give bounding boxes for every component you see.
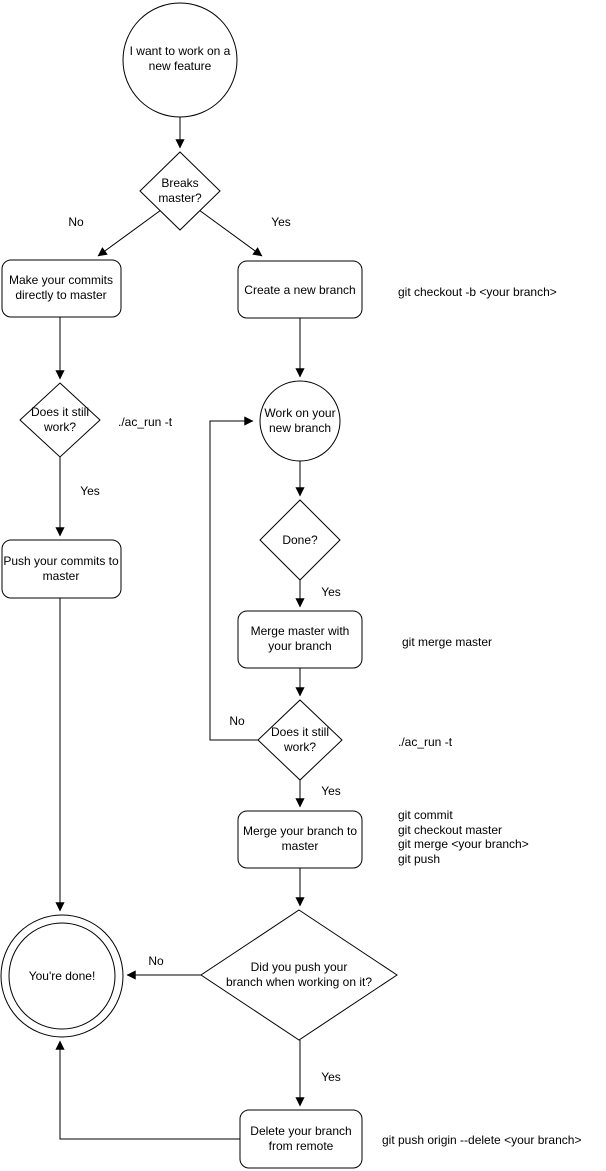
- node-did-you-push-label: Did you push your branch when working on…: [225, 960, 373, 989]
- node-breaks-master-label: Breaks master?: [158, 176, 202, 205]
- node-work-on-branch-shape: [259, 380, 341, 462]
- node-merge-master-label: Merge master with your branch: [250, 624, 350, 653]
- edge-label-still-right-no: No: [229, 713, 245, 728]
- edge-label-still-left-yes: Yes: [80, 483, 100, 498]
- node-push-commits-label: Push your commits to master: [3, 554, 119, 583]
- node-still-work-right-shape: [257, 699, 343, 781]
- node-delete-branch-label: Delete your branch from remote: [250, 1124, 352, 1153]
- edge-label-push-no: No: [148, 953, 164, 968]
- connector-stillwork-no-loop: [209, 416, 258, 741]
- annotation-ac-run-right: ./ac_run -t: [398, 735, 453, 749]
- annotation-git-merge-master: git merge master: [402, 635, 493, 649]
- node-work-on-branch-label: Work on your new branch: [264, 406, 336, 435]
- connector-delete-to-done-loop: [55, 1040, 240, 1140]
- edge-label-breaks-yes: Yes: [271, 214, 291, 229]
- node-youre-done-label: You're done!: [28, 968, 96, 983]
- node-make-commits-shape: [1, 259, 122, 318]
- annotation-merge-command-block: git commit git checkout master git merge…: [398, 808, 529, 866]
- node-still-work-right-label: Does it still work?: [270, 725, 329, 754]
- edge-label-done-yes: Yes: [321, 584, 341, 599]
- edge-label-breaks-no: No: [68, 214, 84, 229]
- node-merge-branch-label: Merge your branch to master: [242, 824, 358, 853]
- node-still-work-left-label: Does it still work?: [30, 405, 89, 434]
- node-done-q-shape: [259, 499, 341, 581]
- node-delete-branch-shape: [239, 1109, 363, 1169]
- node-done-q-label: Done?: [282, 532, 318, 547]
- annotation-git-checkout: git checkout -b <your branch>: [398, 285, 557, 299]
- annotation-git-push-delete: git push origin --delete <your branch>: [382, 1133, 582, 1147]
- node-still-work-left-shape: [19, 382, 101, 458]
- edge-label-push-yes: Yes: [321, 1069, 341, 1084]
- node-create-branch-label: Create a new branch: [244, 282, 356, 297]
- node-start-shape: [122, 2, 238, 118]
- connector-breaks-no: [97, 209, 162, 257]
- node-start-label: I want to work on a new feature: [129, 44, 231, 73]
- node-merge-branch-shape: [237, 810, 363, 869]
- node-make-commits-label: Make your commits directly to master: [8, 273, 114, 302]
- node-youre-done-inner-shape: [8, 922, 116, 1030]
- node-merge-master-shape: [237, 610, 363, 669]
- node-breaks-master-shape: [139, 151, 221, 231]
- annotation-ac-run-left: ./ac_run -t: [118, 415, 173, 429]
- node-push-commits-shape: [1, 539, 122, 599]
- connector-breaks-yes: [198, 209, 263, 257]
- edge-label-still-right-yes: Yes: [321, 783, 341, 798]
- node-create-branch-shape: [237, 260, 363, 319]
- node-did-you-push-shape: [200, 909, 398, 1041]
